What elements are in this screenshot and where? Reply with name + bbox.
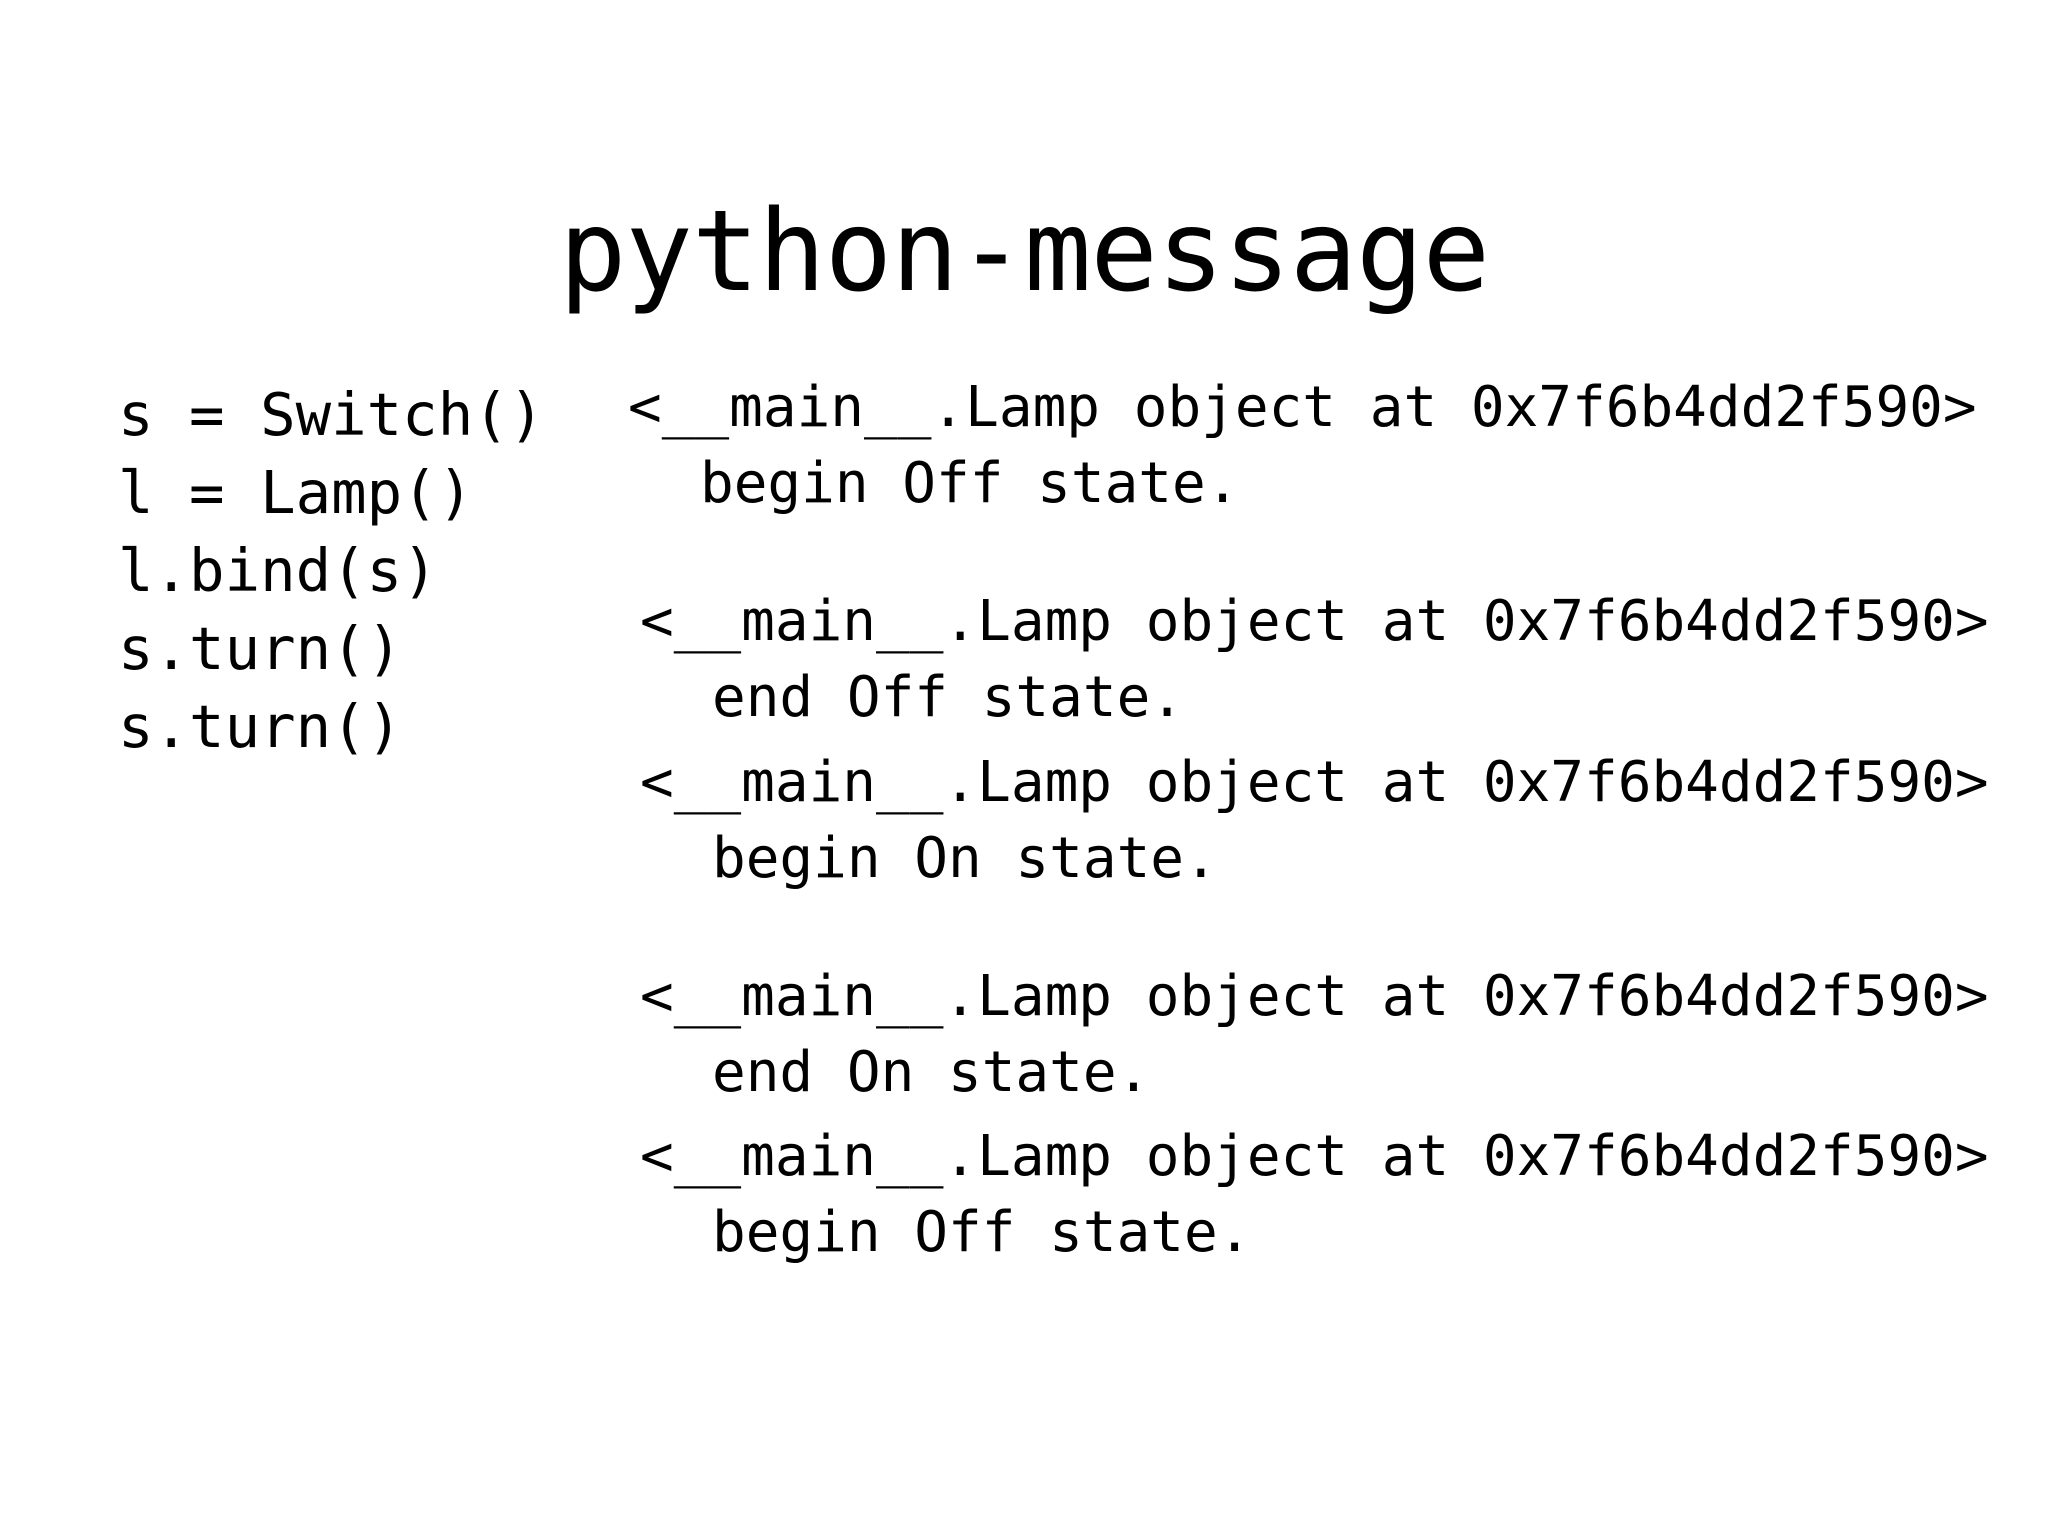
- output-line: <__main__.Lamp object at 0x7f6b4dd2f590>…: [640, 749, 1989, 891]
- code-line: l.bind(s): [118, 535, 438, 605]
- code-line: s.turn(): [118, 613, 403, 683]
- output-line: <__main__.Lamp object at 0x7f6b4dd2f590>…: [628, 375, 1977, 517]
- output-line: <__main__.Lamp object at 0x7f6b4dd2f590>…: [640, 963, 1989, 1106]
- page-title: python-message: [558, 187, 1490, 318]
- code-line: l = Lamp(): [118, 457, 474, 527]
- slide-body: s = Switch() l = Lamp() l.bind(s) s.turn…: [0, 352, 2048, 1452]
- output-line: <__main__.Lamp object at 0x7f6b4dd2f590>…: [640, 589, 1989, 731]
- console-output-column: <__main__.Lamp object at 0x7f6b4dd2f590>…: [628, 370, 2000, 1272]
- code-line: s = Switch(): [118, 380, 545, 449]
- code-line: s.turn(): [118, 691, 403, 761]
- code-snippet-column: s = Switch() l = Lamp() l.bind(s) s.turn…: [118, 376, 588, 765]
- output-line: <__main__.Lamp object at 0x7f6b4dd2f590>…: [640, 1124, 1989, 1266]
